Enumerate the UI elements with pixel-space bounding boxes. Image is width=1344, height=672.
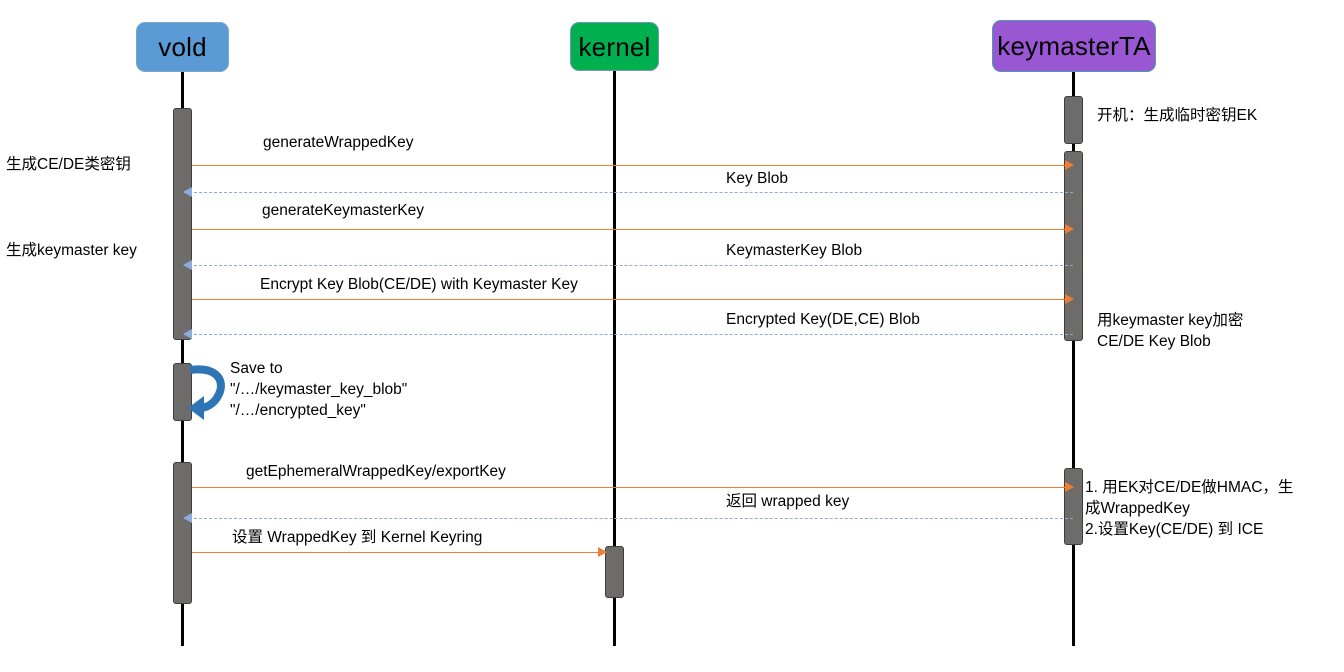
arrowhead-right-icon (598, 547, 607, 557)
message-line (192, 487, 1073, 488)
message-label-return-wrapped-key: 返回 wrapped key (726, 493, 850, 510)
message-line (192, 165, 1073, 166)
activation-vold-2 (173, 363, 192, 421)
arrowhead-left-icon (183, 513, 192, 523)
activation-keymasterta-3 (1064, 468, 1083, 545)
lifeline-vold (181, 72, 184, 646)
participant-kernel[interactable]: kernel (570, 22, 659, 71)
message-line (192, 552, 606, 553)
arrowhead-right-icon (1065, 294, 1074, 304)
self-message-loop-icon (188, 360, 232, 427)
note-right-encrypt-with-keymaster-key: 用keymaster key加密 CE/DE Key Blob (1097, 312, 1244, 350)
message-line (184, 192, 1073, 193)
message-line (192, 299, 1073, 300)
lifeline-kernel (613, 71, 616, 646)
note-right-hmac-wrappedkey-ice: 1. 用EK对CE/DE做HMAC，生 成WrappedKey 2.设置Key(… (1085, 479, 1294, 538)
arrowhead-right-icon (1065, 160, 1074, 170)
message-label-keymasterkey-blob: KeymasterKey Blob (726, 242, 863, 259)
participant-vold[interactable]: vold (136, 22, 229, 72)
arrowhead-left-icon (183, 187, 192, 197)
message-label-encrypted-key-blob: Encrypted Key(DE,CE) Blob (726, 311, 920, 328)
participant-keymasterta[interactable]: keymasterTA (992, 20, 1156, 72)
message-label-key-blob: Key Blob (726, 170, 789, 187)
activation-vold-1 (173, 108, 192, 340)
lifeline-keymasterta (1072, 72, 1075, 646)
activation-kernel-1 (605, 546, 624, 598)
note-left-generate-ce-de-key: 生成CE/DE类密钥 (6, 156, 131, 173)
arrowhead-left-icon (183, 260, 192, 270)
arrowhead-right-icon (1065, 224, 1074, 234)
message-line (184, 518, 1073, 519)
participant-keymasterta-label: keymasterTA (997, 31, 1151, 61)
message-line (184, 334, 1073, 335)
participant-vold-label: vold (158, 32, 207, 62)
message-label-generate-wrapped-key: generateWrappedKey (263, 134, 414, 151)
message-line (192, 229, 1073, 230)
note-left-generate-keymaster-key: 生成keymaster key (6, 242, 137, 259)
self-message-note: Save to "/…/keymaster_key_blob" "/…/encr… (230, 360, 408, 419)
activation-keymasterta-2 (1064, 151, 1083, 341)
message-label-set-wrappedkey-kernel-keyring: 设置 WrappedKey 到 Kernel Keyring (232, 529, 483, 546)
message-label-generate-keymaster-key: generateKeymasterKey (262, 202, 424, 219)
message-label-encrypt-key-blob: Encrypt Key Blob(CE/DE) with Keymaster K… (260, 276, 578, 293)
arrowhead-right-icon (1065, 482, 1074, 492)
note-right-boot-generate-ek: 开机：生成临时密钥EK (1097, 107, 1258, 124)
participant-kernel-label: kernel (578, 31, 651, 62)
arrowhead-left-icon (183, 329, 192, 339)
activation-keymasterta-1 (1064, 96, 1083, 144)
message-label-get-ephemeral-wrapped-key: getEphemeralWrappedKey/exportKey (246, 463, 506, 480)
message-line (184, 265, 1073, 266)
activation-vold-3 (173, 462, 192, 604)
